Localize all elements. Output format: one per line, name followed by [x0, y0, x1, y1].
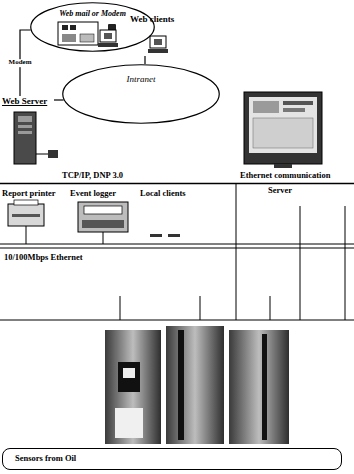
- server-bay: [18, 125, 32, 128]
- monitor-screen: [249, 97, 317, 153]
- webmail-cloud: Web mail or Modem: [30, 2, 155, 52]
- cabinet-stripe: [262, 334, 267, 440]
- rtu-cabinet: [166, 326, 224, 444]
- node-label: Event logger: [70, 188, 116, 198]
- sensor-band: Sensors from Oil: [2, 448, 342, 470]
- client-monitor: [100, 30, 116, 42]
- logger-slot: [82, 220, 124, 228]
- monitor-stand: [274, 164, 292, 168]
- client-mark: [168, 234, 180, 237]
- node-label: Ethernet communication: [240, 170, 330, 180]
- client-base: [98, 43, 118, 47]
- edge-label: Modem: [8, 59, 33, 67]
- server-tower: [14, 112, 36, 164]
- ethernet-bus: [0, 248, 354, 249]
- logger-panel: [84, 206, 122, 214]
- cabinet-display: [123, 368, 135, 378]
- bus-label: TCP/IP, DNP 3.0: [62, 170, 123, 180]
- rtu-cabinet: [105, 330, 161, 444]
- mail-card: [58, 22, 98, 45]
- client-base: [148, 49, 168, 53]
- card-mark: [62, 25, 68, 30]
- connector: [145, 56, 146, 64]
- connector: [54, 100, 64, 101]
- client-mark: [150, 234, 162, 237]
- screen-panel: [253, 118, 313, 148]
- server-cable: [36, 154, 48, 155]
- node-label: Server: [268, 185, 292, 195]
- bus-label: 10/100Mbps Ethernet: [4, 252, 83, 262]
- logger-node: Event logger: [70, 188, 134, 240]
- card-mark: [70, 25, 76, 30]
- printer-slot: [12, 214, 40, 217]
- ellipse-outline: [62, 64, 220, 124]
- node-label: Web Server: [2, 96, 47, 107]
- tcpip-bus: [0, 183, 354, 185]
- letter-icon: [80, 34, 94, 42]
- bus-drop: [236, 184, 237, 320]
- client-monitor: [150, 36, 166, 48]
- node-label: Intranet: [127, 74, 156, 85]
- client-node: Local clients: [140, 188, 196, 232]
- ethernet-bus: [0, 244, 354, 245]
- connector-line: [144, 56, 145, 64]
- field-drop: [270, 296, 271, 320]
- connector-line: [54, 99, 64, 100]
- bus-drop: [300, 206, 301, 320]
- client-group: Web clients: [95, 12, 195, 56]
- cabinet-panel: [118, 362, 140, 392]
- screen-panel: [283, 108, 305, 112]
- server-bay: [18, 131, 32, 134]
- monitor-frame: [244, 92, 322, 164]
- ellipse-outline: [63, 65, 220, 124]
- client-screen: [104, 33, 112, 39]
- small-device: [48, 150, 58, 158]
- node-label: Report printer: [2, 188, 56, 198]
- server-node: Ethernet communicationServer: [238, 86, 352, 204]
- field-bus: [0, 320, 354, 321]
- card-screen: [62, 34, 76, 42]
- printer-node: Report printer: [2, 188, 64, 240]
- node-label: Web mail or Modem: [59, 9, 126, 19]
- printer-drop: [26, 226, 27, 244]
- logger-drop: [103, 232, 104, 244]
- node-label: Web clients: [130, 14, 174, 25]
- field-drop: [120, 296, 121, 320]
- intranet-cloud: Intranet: [62, 64, 220, 124]
- server-node: Web Server: [2, 96, 54, 176]
- screen-panel: [253, 101, 279, 113]
- cabinet-door: [115, 408, 143, 438]
- cabinet-stripe: [178, 330, 184, 440]
- field-drop: [200, 296, 201, 320]
- ellipse-outline: [31, 3, 155, 52]
- rtu-cabinet: [229, 330, 289, 444]
- printer-paper: [14, 200, 38, 205]
- printer-body: [8, 204, 44, 226]
- logger-body: [78, 202, 128, 232]
- client-screen: [154, 39, 162, 45]
- screen-panel: [283, 101, 313, 105]
- server-bay: [18, 116, 32, 122]
- bus-drop: [345, 206, 346, 320]
- node-label: Local clients: [140, 188, 186, 198]
- node-label: Sensors from Oil: [15, 453, 76, 463]
